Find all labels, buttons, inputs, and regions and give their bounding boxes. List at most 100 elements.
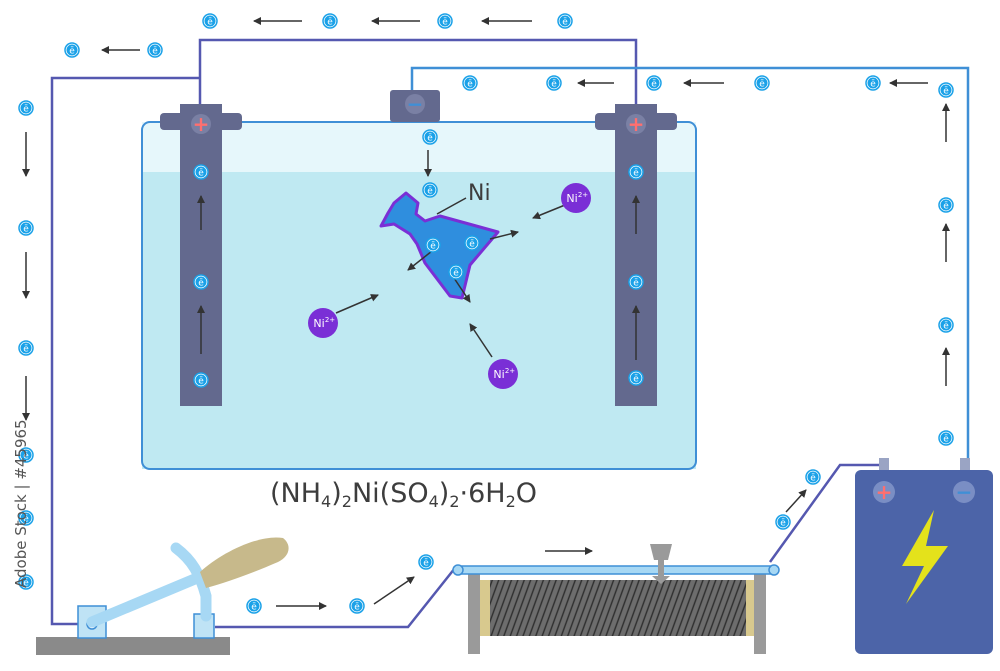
electron-symbol: ē [943, 87, 949, 97]
electron-flow-arrows [22, 17, 950, 610]
rheostat-stand-right [754, 568, 766, 654]
rheostat-terminal-right [768, 564, 780, 576]
battery-terminal-neg [960, 458, 970, 472]
nickel-label-leader [436, 197, 467, 215]
battery-minus-sign: − [956, 480, 973, 504]
electron: ē [805, 469, 821, 485]
electron-symbol: ē [651, 80, 657, 90]
electron-symbol: ē [943, 322, 949, 332]
rheostat-stand-left [468, 568, 480, 654]
electron: ē [546, 75, 562, 91]
flow-arrow [453, 277, 471, 303]
lightning-bolt-icon [902, 510, 948, 604]
ion-charge: 2+ [578, 191, 588, 199]
electron-symbol: ē [427, 134, 433, 144]
electron-symbol: ē [327, 18, 333, 28]
electron: ē [64, 42, 80, 58]
electron-symbol: ē [943, 435, 949, 445]
polarity-signs: + + − + − [193, 92, 973, 504]
electron: ē [628, 274, 644, 290]
electron: ē [246, 598, 262, 614]
electron-symbol: ē [23, 105, 29, 115]
stock-watermark: Adobe Stock | #459656008 [12, 420, 30, 588]
electron: ē [938, 430, 954, 446]
electron-symbol: ē [943, 202, 949, 212]
flow-arrow [469, 323, 493, 358]
battery [855, 458, 993, 654]
electron: ē [557, 13, 573, 29]
switch-base [36, 637, 230, 655]
flow-arrow [407, 250, 433, 271]
electrolysis-tank [141, 121, 697, 470]
anode-left [160, 104, 242, 406]
electron: ē [193, 274, 209, 290]
electron: ē [322, 13, 338, 29]
electron: ē [18, 510, 34, 526]
electrolyte-formula: (NH4)2Ni(SO4)2·6H2O [270, 478, 538, 511]
ion-charge: 2+ [325, 316, 335, 324]
electron: ē [193, 164, 209, 180]
electron: ē [202, 13, 218, 29]
electron-symbol: ē [198, 279, 204, 289]
electron: ē [193, 372, 209, 388]
ion-symbol: Ni [493, 368, 504, 381]
battery-plus-badge [873, 481, 895, 503]
electron: ē [865, 75, 881, 91]
battery-terminal-pos [879, 458, 889, 472]
electron-symbol: ē [430, 242, 436, 252]
electron-symbol: ē [354, 603, 360, 613]
anode-left-plus: + [193, 112, 210, 136]
electron-symbol: ē [198, 377, 204, 387]
ion-symbol: Ni [566, 192, 577, 205]
flow-arrow [532, 204, 566, 220]
electron-symbol: ē [633, 169, 639, 179]
electron-symbol: ē [633, 375, 639, 385]
electron: ē [18, 220, 34, 236]
electron-symbol: ē [23, 452, 29, 462]
electron: ē [422, 182, 438, 198]
electron-symbol: ē [198, 169, 204, 179]
electron: ē [754, 75, 770, 91]
electron: ē [464, 235, 480, 251]
rheostat-rail [455, 565, 779, 575]
rheostat-terminal-left [452, 564, 464, 576]
electron-symbol: ē [467, 80, 473, 90]
electron-symbol: ē [23, 515, 29, 525]
electron: ē [18, 340, 34, 356]
cathode-clamp [390, 90, 440, 122]
flow-arrow [373, 576, 415, 605]
electron: ē [775, 514, 791, 530]
electron: ē [938, 197, 954, 213]
electron: ē [462, 75, 478, 91]
electron-symbol: ē [442, 18, 448, 28]
battery-plus-sign: + [876, 480, 893, 504]
rheostat-coil [490, 580, 746, 636]
nickel-label: Ni [468, 181, 491, 206]
electron-symbol: ē [759, 80, 765, 90]
switch-blade [86, 570, 208, 628]
electron: ē [425, 237, 441, 253]
electron-symbol: ē [562, 18, 568, 28]
electron-symbol: ē [780, 519, 786, 529]
switch-lever-icon [170, 542, 212, 622]
electron-symbol: ē [870, 80, 876, 90]
electron-symbol: ē [23, 579, 29, 589]
electron-symbol: ē [251, 603, 257, 613]
electron-symbol: ē [23, 345, 29, 355]
anode-right-plus: + [628, 112, 645, 136]
rheostat-slider [650, 544, 672, 584]
electron: ē [628, 164, 644, 180]
battery-minus-badge [953, 481, 975, 503]
wire-anode-loop [198, 38, 638, 104]
rheostat-icon [452, 544, 780, 654]
electron: ē [938, 82, 954, 98]
electron: ē [147, 42, 163, 58]
electron-symbol: ē [453, 269, 459, 279]
electron-symbol: ē [427, 187, 433, 197]
electron: ē [18, 100, 34, 116]
